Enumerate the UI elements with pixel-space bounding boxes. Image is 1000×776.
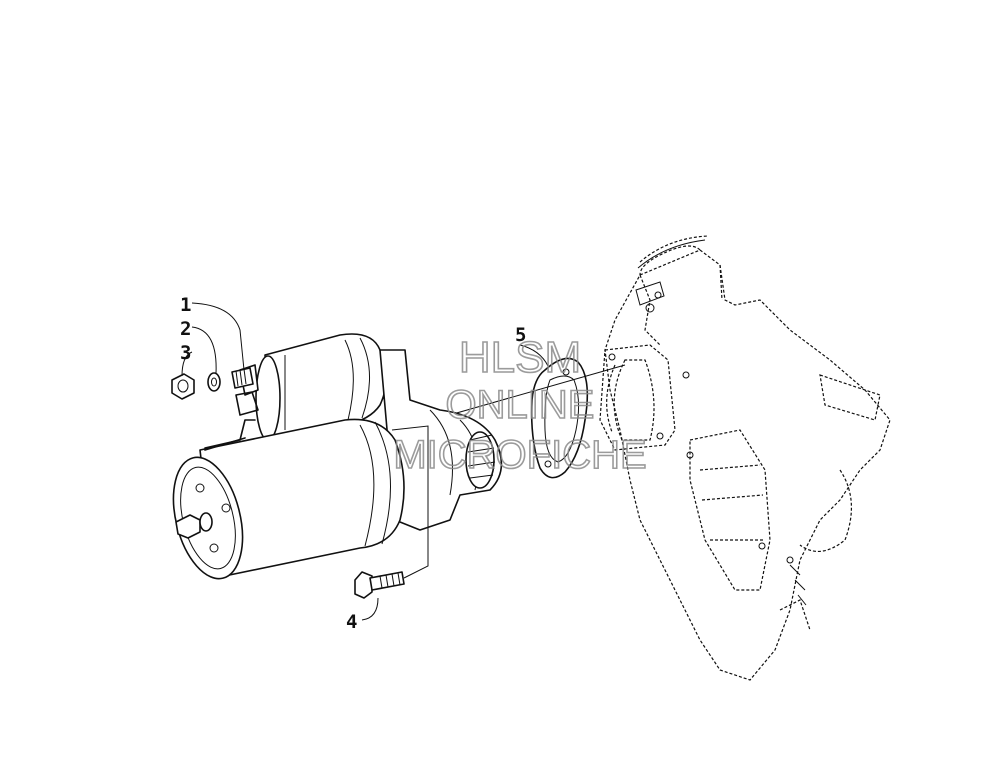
engine-housing (599, 235, 891, 681)
callout-4: 4 (346, 611, 357, 633)
alignment-line (431, 364, 626, 421)
callout-1: 1 (180, 294, 191, 316)
watermark-line-3: MICROFICHE (393, 433, 646, 477)
callout-5: 5 (515, 324, 526, 346)
leader-lines (181, 302, 549, 621)
callout-3: 3 (180, 342, 191, 364)
starter-motor (172, 333, 503, 580)
watermark-line-1: HLSM (459, 333, 581, 382)
gasket (530, 357, 589, 479)
lock-washer (207, 372, 221, 392)
watermark-line-2: ONLINE (446, 383, 595, 427)
stud-bolt (231, 367, 254, 389)
flange-bolt (354, 571, 405, 599)
hex-nut (171, 373, 195, 400)
callout-2: 2 (180, 318, 191, 340)
